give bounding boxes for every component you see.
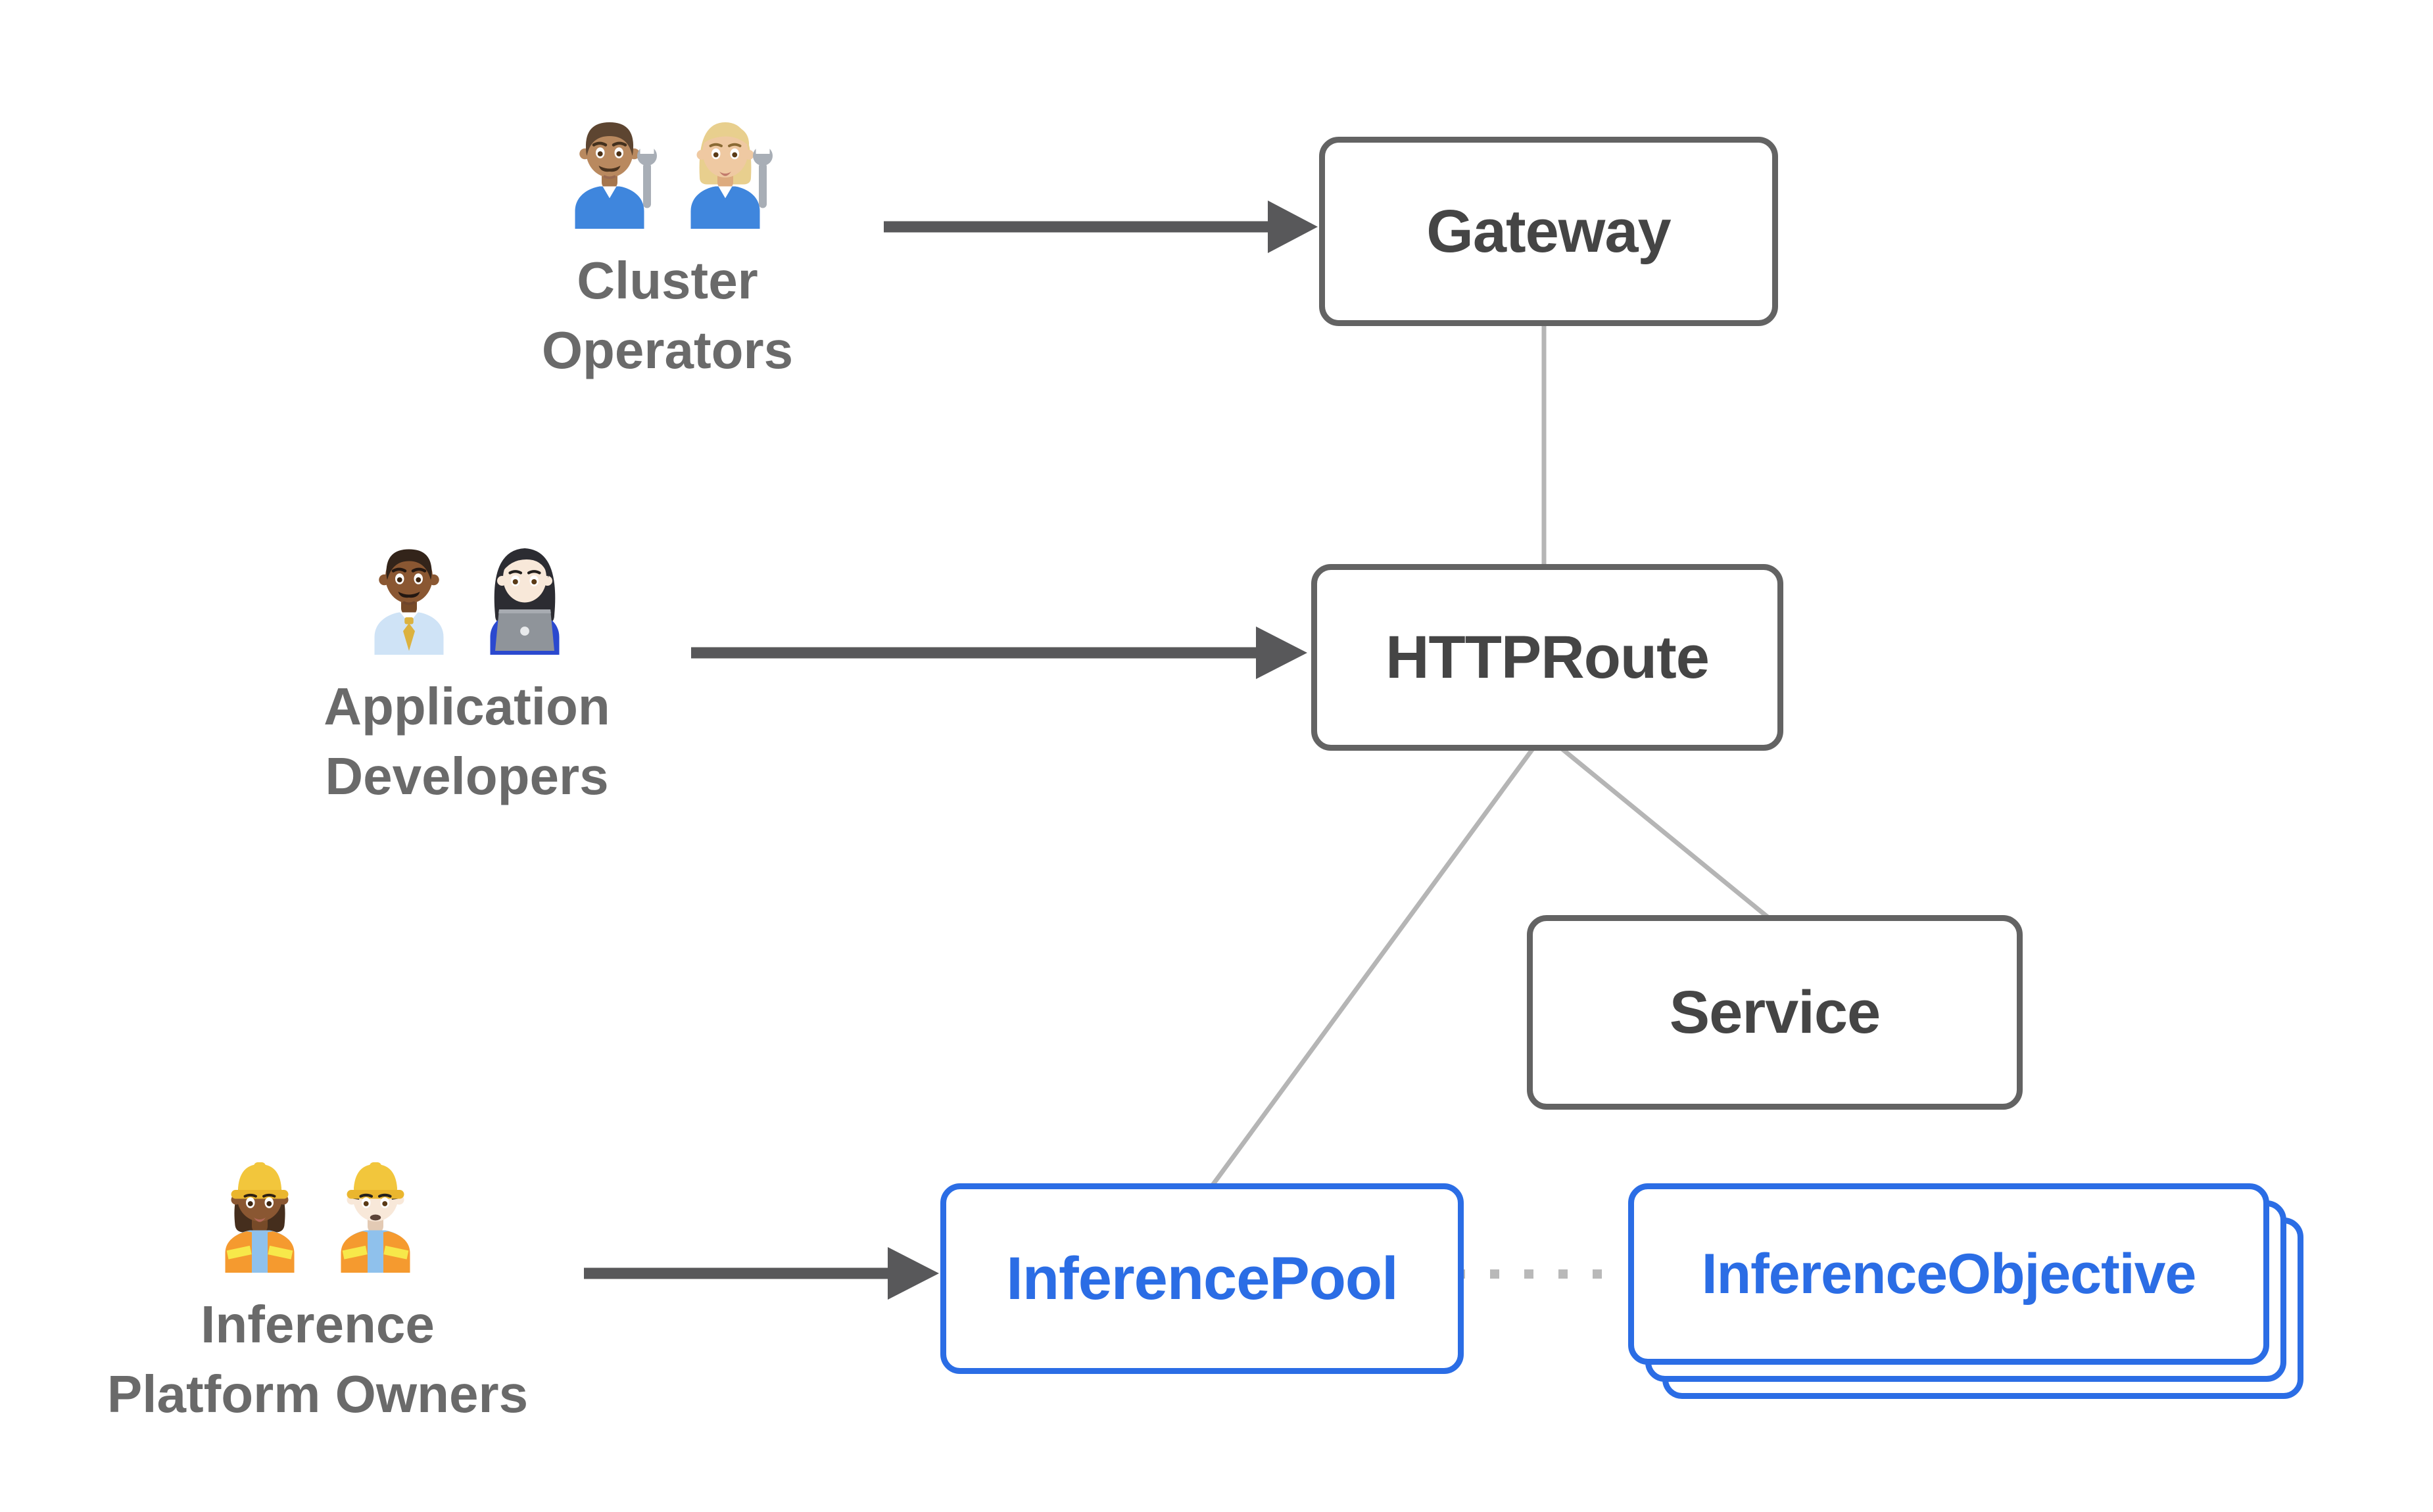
node-inference-objective-label: InferenceObjective <box>1701 1242 2197 1306</box>
wrench-icon <box>637 142 657 208</box>
node-gateway: Gateway <box>1319 137 1778 326</box>
inference-platform-owners-icons <box>210 1150 425 1273</box>
node-httproute-label: HTTPRoute <box>1385 623 1710 691</box>
actor-inference-platform-owners-label: Inference Platform Owners <box>107 1295 529 1423</box>
node-inference-pool-label: InferencePool <box>1006 1244 1398 1312</box>
arrow-cluster-operators-gateway <box>884 201 1318 253</box>
application-developers-icons <box>360 532 574 655</box>
actor-inference-platform-owners: Inference Platform Owners <box>87 1150 548 1429</box>
actor-application-developers: Application Developers <box>237 532 697 811</box>
actor-application-developers-label: Application Developers <box>324 677 610 805</box>
edge-httproute-service <box>1545 734 1772 921</box>
woman-construction-worker-emoji <box>225 1162 295 1273</box>
man-office-worker-emoji <box>374 549 444 655</box>
cluster-operators-icons <box>560 106 775 229</box>
laptop-icon <box>495 609 554 651</box>
node-service-label: Service <box>1669 978 1881 1046</box>
actor-cluster-operators: Cluster Operators <box>437 106 898 385</box>
arrow-application-developers-httproute <box>691 626 1307 679</box>
node-service: Service <box>1527 915 2023 1110</box>
node-inference-objective-stack: InferenceObjective <box>1628 1183 2303 1399</box>
node-inference-objective: InferenceObjective <box>1628 1183 2269 1365</box>
node-httproute: HTTPRoute <box>1311 564 1783 751</box>
node-gateway-label: Gateway <box>1426 197 1671 265</box>
arrow-inference-platform-owners-inferencepool <box>584 1247 939 1300</box>
edge-httproute-inferencepool <box>1210 734 1544 1188</box>
wrench-icon <box>753 142 773 208</box>
actor-cluster-operators-label: Cluster Operators <box>541 251 794 379</box>
node-inference-pool: InferencePool <box>940 1183 1464 1374</box>
man-mechanic-emoji <box>575 122 657 229</box>
woman-mechanic-emoji <box>690 122 773 229</box>
woman-technologist-emoji <box>490 548 560 655</box>
man-construction-worker-emoji <box>341 1162 410 1273</box>
